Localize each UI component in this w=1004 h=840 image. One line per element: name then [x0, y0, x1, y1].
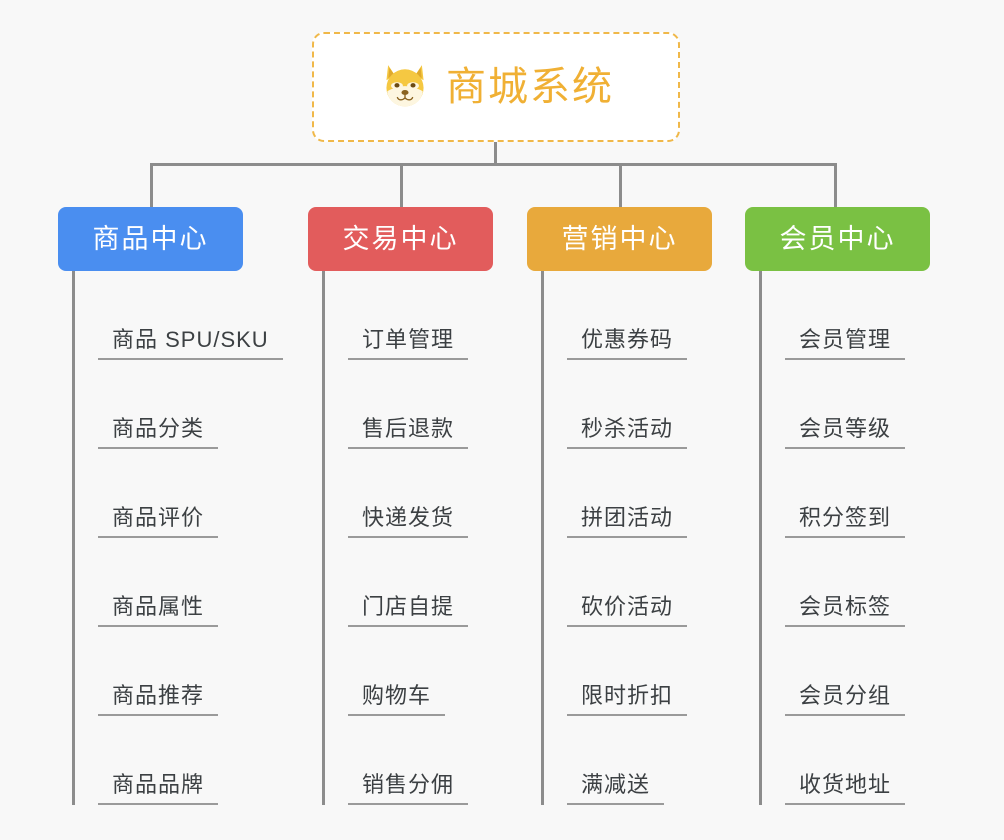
- leaf-item[interactable]: 会员管理: [759, 271, 906, 360]
- category-header-4[interactable]: 会员中心: [745, 207, 930, 271]
- leaf-label: 售后退款: [362, 415, 455, 441]
- leaf-item[interactable]: 快递发货: [322, 449, 469, 538]
- connector-drop-1: [150, 163, 153, 209]
- category-spine-3: [541, 271, 544, 805]
- leaf-label: 会员标签: [799, 593, 892, 619]
- leaf-label: 拼团活动: [581, 504, 674, 530]
- connector-drop-2: [400, 163, 403, 209]
- leaf-underline: 商品 SPU/SKU: [98, 326, 283, 360]
- leaf-underline: 拼团活动: [567, 504, 688, 538]
- connector-drop-4: [834, 163, 837, 209]
- leaf-item[interactable]: 订单管理: [322, 271, 469, 360]
- leaf-underline: 商品品牌: [98, 771, 219, 805]
- leaf-label: 销售分佣: [362, 771, 455, 797]
- leaf-underline: 砍价活动: [567, 593, 688, 627]
- leaf-underline: 销售分佣: [348, 771, 469, 805]
- leaf-label: 会员等级: [799, 415, 892, 441]
- leaf-label: 快递发货: [362, 504, 455, 530]
- category-header-2[interactable]: 交易中心: [308, 207, 493, 271]
- leaf-label: 商品推荐: [112, 682, 205, 708]
- leaf-underline: 门店自提: [348, 593, 469, 627]
- leaf-item[interactable]: 门店自提: [322, 538, 469, 627]
- leaf-underline: 售后退款: [348, 415, 469, 449]
- category-spine-2: [322, 271, 325, 805]
- leaf-underline: 会员标签: [785, 593, 906, 627]
- leaf-item[interactable]: 会员等级: [759, 360, 906, 449]
- leaf-item[interactable]: 销售分佣: [322, 716, 469, 805]
- leaf-underline: 会员等级: [785, 415, 906, 449]
- category-header-3[interactable]: 营销中心: [527, 207, 712, 271]
- leaf-underline: 满减送: [567, 771, 665, 805]
- category-spine-4: [759, 271, 762, 805]
- leaf-underline: 会员分组: [785, 682, 906, 716]
- shiba-dog-face-icon: [386, 65, 424, 107]
- leaf-underline: 收货地址: [785, 771, 906, 805]
- leaf-underline: 快递发货: [348, 504, 469, 538]
- leaf-label: 秒杀活动: [581, 415, 674, 441]
- leaf-item[interactable]: 满减送: [541, 716, 665, 805]
- leaf-item[interactable]: 限时折扣: [541, 627, 688, 716]
- leaf-label: 积分签到: [799, 504, 892, 530]
- leaf-label: 商品评价: [112, 504, 205, 530]
- leaf-label: 商品品牌: [112, 771, 205, 797]
- leaf-underline: 购物车: [348, 682, 446, 716]
- leaf-label: 会员分组: [799, 682, 892, 708]
- category-spine-1: [72, 271, 75, 805]
- leaf-item[interactable]: 拼团活动: [541, 449, 688, 538]
- category-header-4-label: 会员中心: [779, 223, 896, 254]
- leaf-underline: 积分签到: [785, 504, 906, 538]
- leaf-item[interactable]: 售后退款: [322, 360, 469, 449]
- leaf-label: 收货地址: [799, 771, 892, 797]
- leaf-label: 限时折扣: [581, 682, 674, 708]
- leaf-label: 会员管理: [799, 326, 892, 352]
- leaf-underline: 秒杀活动: [567, 415, 688, 449]
- leaf-item[interactable]: 商品分类: [72, 360, 219, 449]
- leaf-underline: 限时折扣: [567, 682, 688, 716]
- category-header-1-label: 商品中心: [92, 223, 209, 254]
- leaf-item[interactable]: 砍价活动: [541, 538, 688, 627]
- leaf-item[interactable]: 商品推荐: [72, 627, 219, 716]
- connector-root-stem: [494, 142, 497, 166]
- leaf-label: 商品 SPU/SKU: [112, 326, 269, 352]
- leaf-item[interactable]: 商品属性: [72, 538, 219, 627]
- leaf-underline: 商品推荐: [98, 682, 219, 716]
- leaf-underline: 会员管理: [785, 326, 906, 360]
- leaf-item[interactable]: 会员标签: [759, 538, 906, 627]
- leaf-label: 订单管理: [362, 326, 455, 352]
- leaf-item[interactable]: 秒杀活动: [541, 360, 688, 449]
- leaf-item[interactable]: 商品 SPU/SKU: [72, 271, 283, 360]
- leaf-item[interactable]: 商品品牌: [72, 716, 219, 805]
- leaf-item[interactable]: 收货地址: [759, 716, 906, 805]
- leaf-underline: 商品属性: [98, 593, 219, 627]
- connector-horizontal-bus: [150, 163, 834, 166]
- root-node[interactable]: 商城系统: [312, 32, 680, 142]
- leaf-label: 优惠券码: [581, 326, 674, 352]
- leaf-item[interactable]: 购物车: [322, 627, 446, 716]
- leaf-label: 购物车: [362, 682, 432, 708]
- leaf-item[interactable]: 优惠券码: [541, 271, 688, 360]
- leaf-label: 商品分类: [112, 415, 205, 441]
- leaf-label: 满减送: [581, 771, 651, 797]
- root-title: 商城系统: [446, 65, 614, 109]
- leaf-item[interactable]: 商品评价: [72, 449, 219, 538]
- leaf-label: 商品属性: [112, 593, 205, 619]
- leaf-label: 砍价活动: [581, 593, 674, 619]
- connector-drop-3: [619, 163, 622, 209]
- leaf-item[interactable]: 会员分组: [759, 627, 906, 716]
- category-header-3-label: 营销中心: [561, 223, 678, 254]
- leaf-item[interactable]: 积分签到: [759, 449, 906, 538]
- leaf-label: 门店自提: [362, 593, 455, 619]
- leaf-underline: 商品评价: [98, 504, 219, 538]
- category-header-2-label: 交易中心: [342, 223, 459, 254]
- leaf-underline: 优惠券码: [567, 326, 688, 360]
- leaf-underline: 商品分类: [98, 415, 219, 449]
- leaf-underline: 订单管理: [348, 326, 469, 360]
- category-header-1[interactable]: 商品中心: [58, 207, 243, 271]
